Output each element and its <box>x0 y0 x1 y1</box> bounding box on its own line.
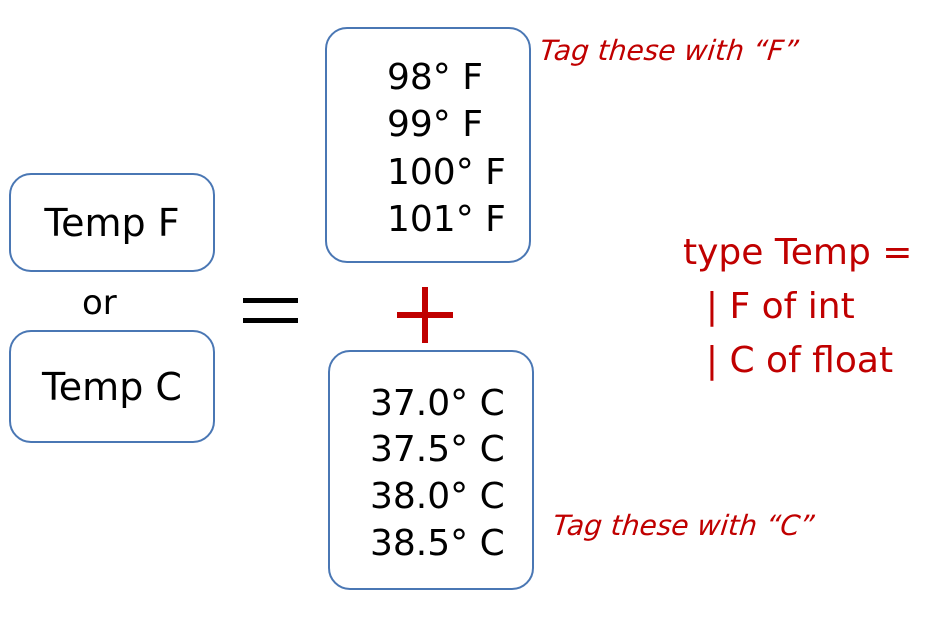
f-value-4: 101° F <box>387 199 506 240</box>
c-value-3: 38.0° C <box>370 476 505 517</box>
temp-c-box: Temp C <box>9 330 215 443</box>
temp-f-box: Temp F <box>9 173 215 272</box>
f-value-3: 100° F <box>387 152 506 193</box>
equals-sign <box>243 288 298 332</box>
c-value-1: 37.0° C <box>370 383 505 424</box>
or-label: or <box>82 283 117 323</box>
c-value-4: 38.5° C <box>370 523 505 564</box>
type-def-line-1: type Temp = <box>683 232 913 273</box>
temp-c-label: Temp C <box>42 364 182 409</box>
fahrenheit-values-box: 98° F 99° F 100° F 101° F <box>325 27 531 263</box>
f-value-2: 99° F <box>387 104 483 145</box>
equals-bar-bottom <box>243 318 298 323</box>
annotation-tag-c: Tag these with “C” <box>551 509 816 542</box>
annotation-tag-f: Tag these with “F” <box>538 34 800 67</box>
equals-bar-top <box>243 298 298 303</box>
type-def-line-3: | C of float <box>683 340 894 381</box>
type-definition: type Temp = | F of int | C of float <box>683 226 912 388</box>
f-value-1: 98° F <box>387 57 483 98</box>
celsius-values-box: 37.0° C 37.5° C 38.0° C 38.5° C <box>328 350 534 590</box>
temp-f-label: Temp F <box>44 200 180 245</box>
c-value-2: 37.5° C <box>370 429 505 470</box>
plus-bar-vertical <box>422 287 428 343</box>
type-def-line-2: | F of int <box>683 286 855 327</box>
plus-sign <box>397 287 453 343</box>
